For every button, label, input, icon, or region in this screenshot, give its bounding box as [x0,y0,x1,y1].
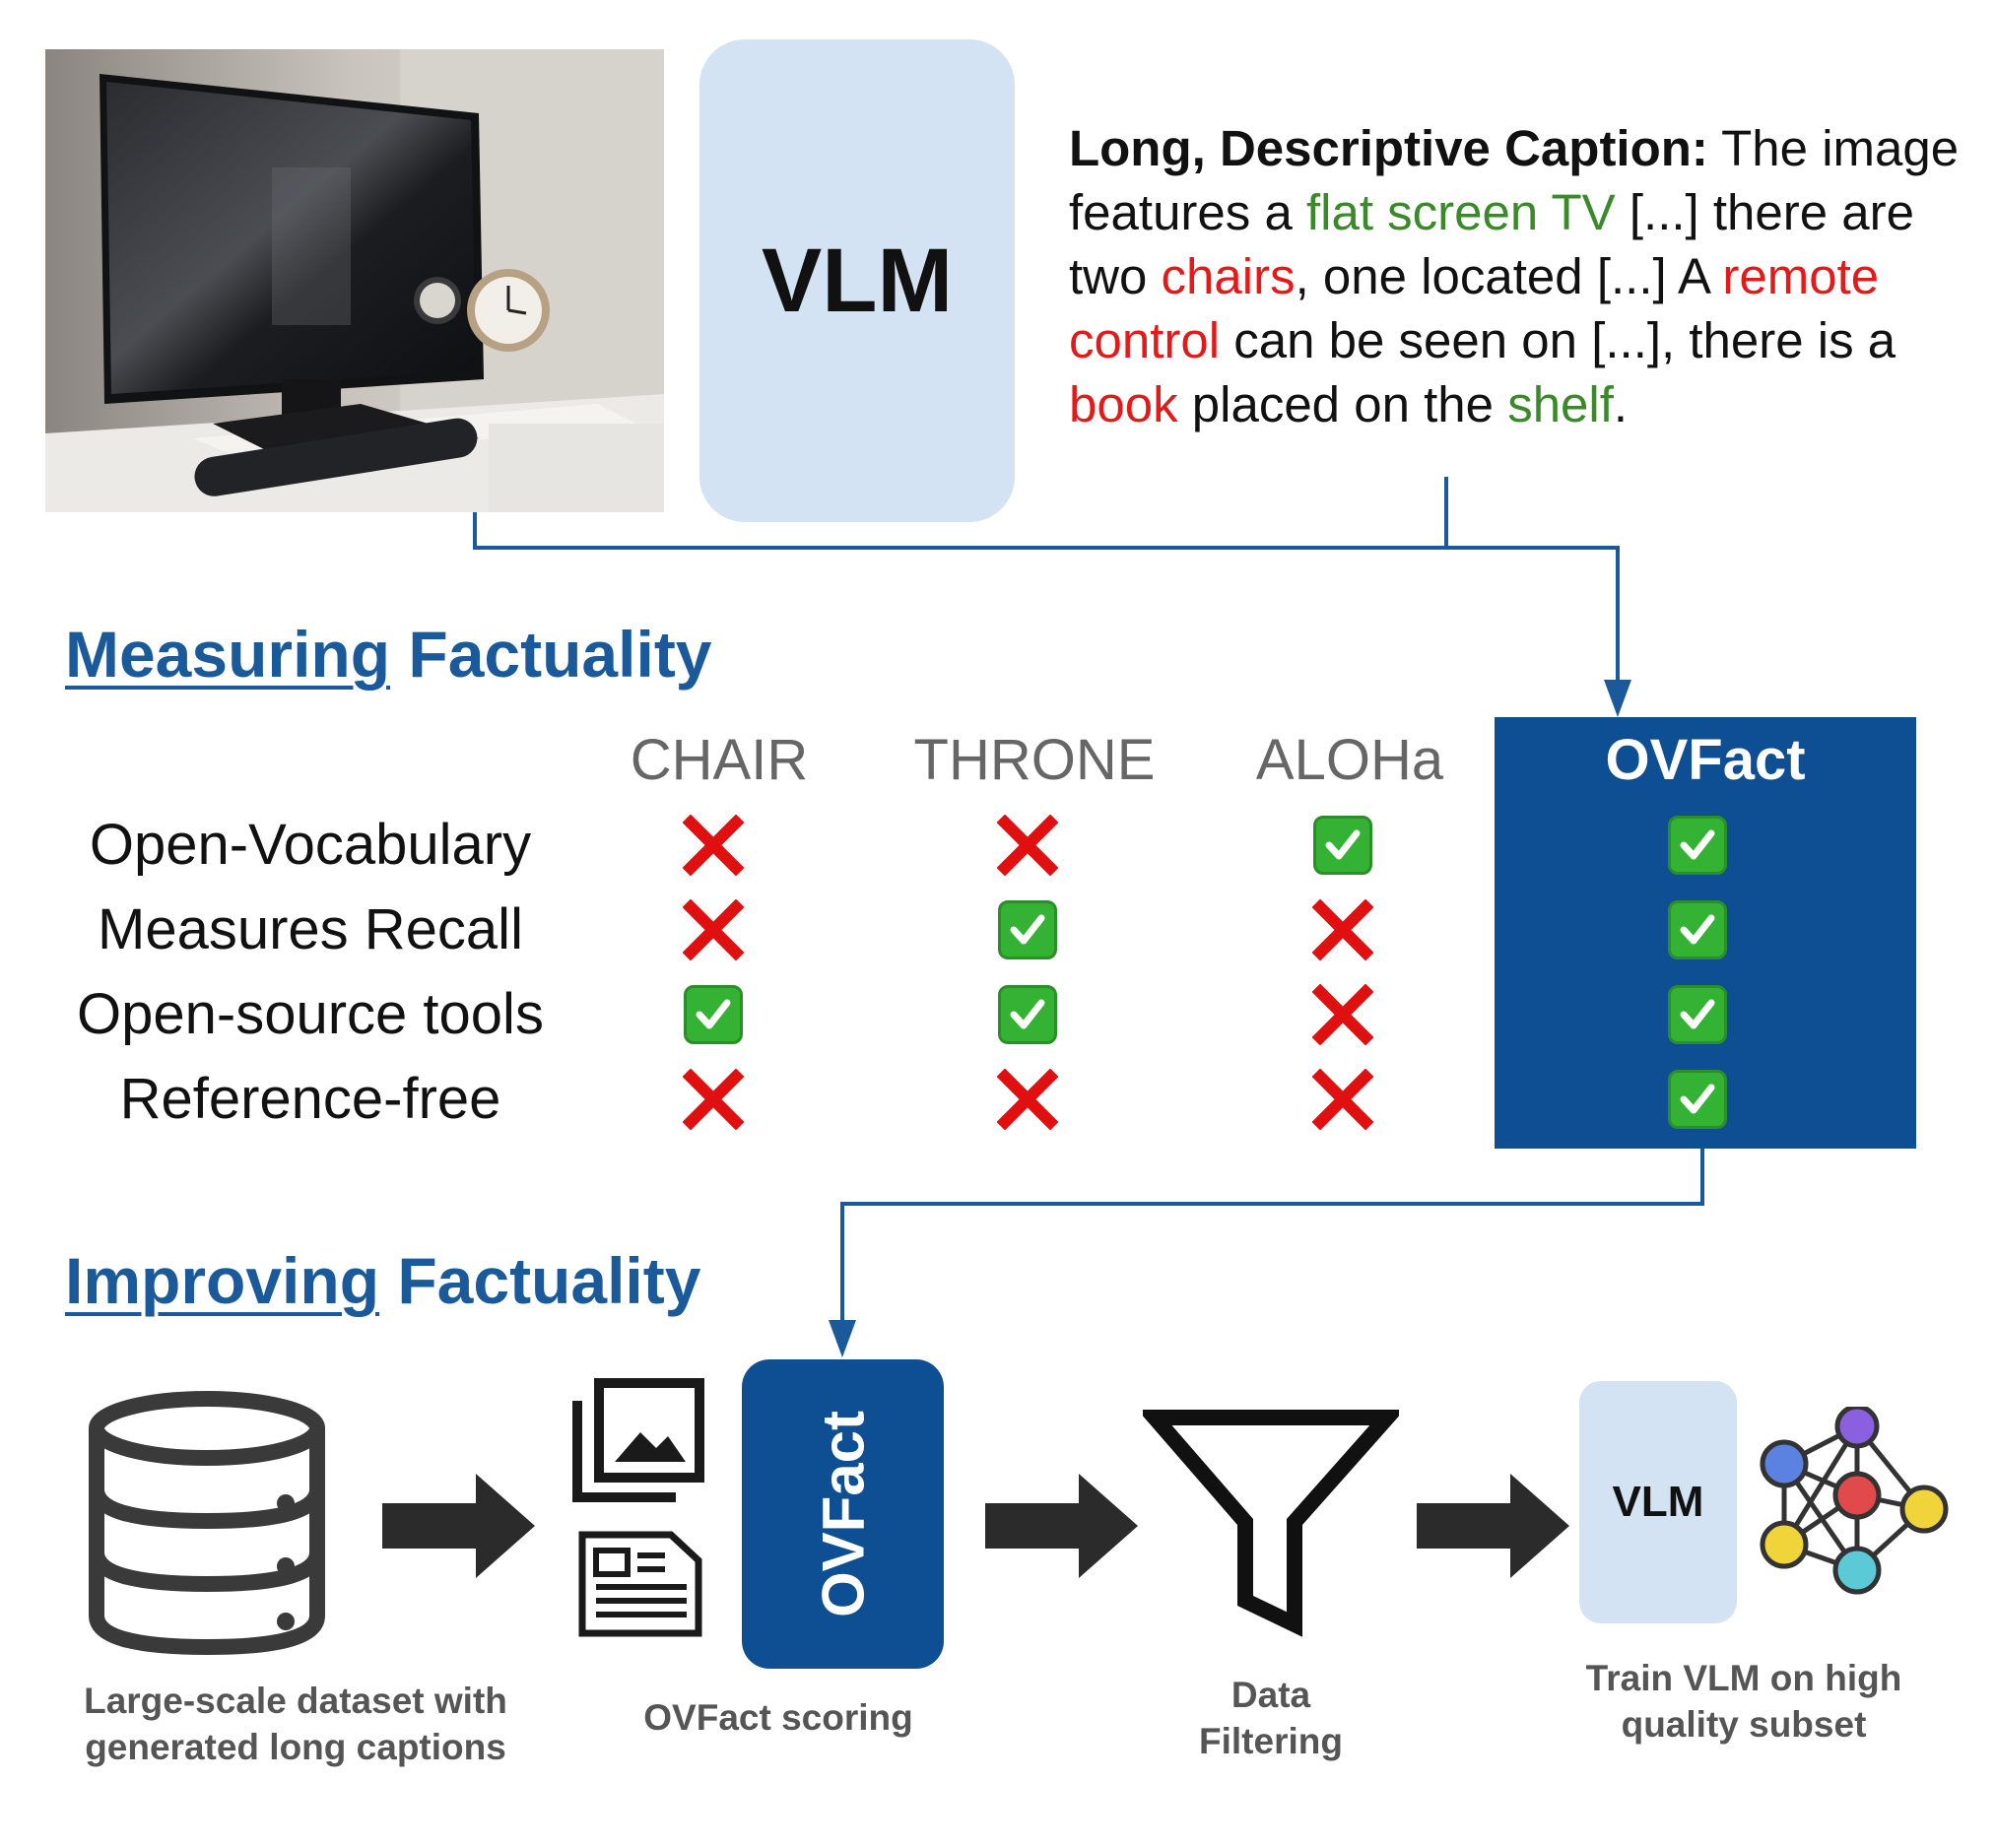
check-icon [1665,982,1730,1047]
step-label-line: Filtering [1199,1721,1343,1761]
check-icon [995,982,1060,1047]
check-icon [1665,897,1730,962]
caption-seg: . [1613,376,1629,432]
check-icon [1665,813,1730,878]
cross-icon [995,813,1060,878]
step-label-line: Train VLM on high [1585,1658,1902,1698]
arrowhead-down [1604,680,1631,717]
trained-vlm-label: VLM [1612,1478,1704,1526]
check-icon [995,897,1060,962]
caption-seg: can be seen on [...], there is a [1220,312,1896,368]
step-label-scoring: OVFact scoring [643,1697,913,1738]
vlm-label: VLM [761,230,954,331]
column-header-throne: THRONE [913,728,1156,792]
caption-seg: The image features a [1069,120,1960,240]
cross-icon [681,897,746,962]
tv-room-photo [45,49,664,512]
ovfact-scorer-label: OVFact [810,1410,876,1618]
caption-hallucinated-object: chairs [1161,248,1296,304]
row-label-reference-free: Reference-free [119,1067,501,1131]
step-label-line: generated long captions [85,1727,506,1767]
improving-title-underlined: Improving [65,1244,380,1317]
step-label-filtering: Data Filtering [1113,1672,1429,1764]
caption-seg: placed on the [1177,376,1508,432]
photo-to-ovfact-line [473,512,1620,680]
cross-icon [1310,1067,1375,1132]
filter-funnel-icon [1137,1404,1405,1645]
improving-title: Improving Factuality [65,1243,700,1318]
ovfact-scorer-box: OVFact [742,1359,944,1669]
check-icon [1310,813,1375,878]
ovfact-to-scoring-line [840,1149,1704,1320]
generated-caption: Long, Descriptive Caption: The image fea… [1069,116,1985,436]
cross-icon [681,1067,746,1132]
column-header-ovfact: OVFact [1605,728,1806,792]
caption-correct-object: flat screen TV [1305,184,1616,240]
step-label-line: Large-scale dataset with [84,1681,507,1721]
check-icon [1665,1067,1730,1132]
database-icon [79,1389,335,1660]
step-label-line: quality subset [1621,1704,1867,1745]
measuring-title: Measuring Factuality [65,617,712,692]
arrowhead-down [829,1320,856,1357]
caption-lead: Long, Descriptive Caption: [1069,120,1708,176]
neural-network-icon [1749,1404,1975,1609]
column-header-aloha: ALOHa [1255,728,1444,792]
step-label-dataset: Large-scale dataset with generated long … [39,1678,552,1770]
caption-hallucinated-object: remote control [1069,248,1880,368]
arrow-right-icon [985,1472,1143,1585]
arrow-right-icon [382,1472,540,1585]
improving-title-rest: Factuality [379,1244,701,1317]
cross-icon [1310,897,1375,962]
vlm-box: VLM [699,39,1015,522]
row-label-open-vocabulary: Open-Vocabulary [89,813,532,877]
cross-icon [681,813,746,878]
image-gallery-icon [569,1377,707,1510]
cross-icon [995,1067,1060,1132]
cross-icon [1310,982,1375,1047]
caption-hallucinated-object: book [1069,376,1178,432]
caption-correct-object: shelf [1507,376,1614,432]
caption-seg: , one located [...] A [1295,248,1723,304]
step-label-line: Data [1230,1675,1311,1715]
check-icon [681,982,746,1047]
measuring-title-rest: Factuality [390,618,712,691]
row-label-open-source-tools: Open-source tools [77,982,544,1046]
step-label-train: Train VLM on high quality subset [1527,1655,1961,1748]
trained-vlm-box: VLM [1579,1381,1737,1623]
measuring-title-underlined: Measuring [65,618,391,691]
row-label-measures-recall: Measures Recall [98,897,523,961]
column-header-chair: CHAIR [630,728,809,792]
arrow-right-icon [1417,1472,1574,1585]
document-icon [576,1529,704,1644]
caption-seg: [...] there are two [1069,184,1914,304]
